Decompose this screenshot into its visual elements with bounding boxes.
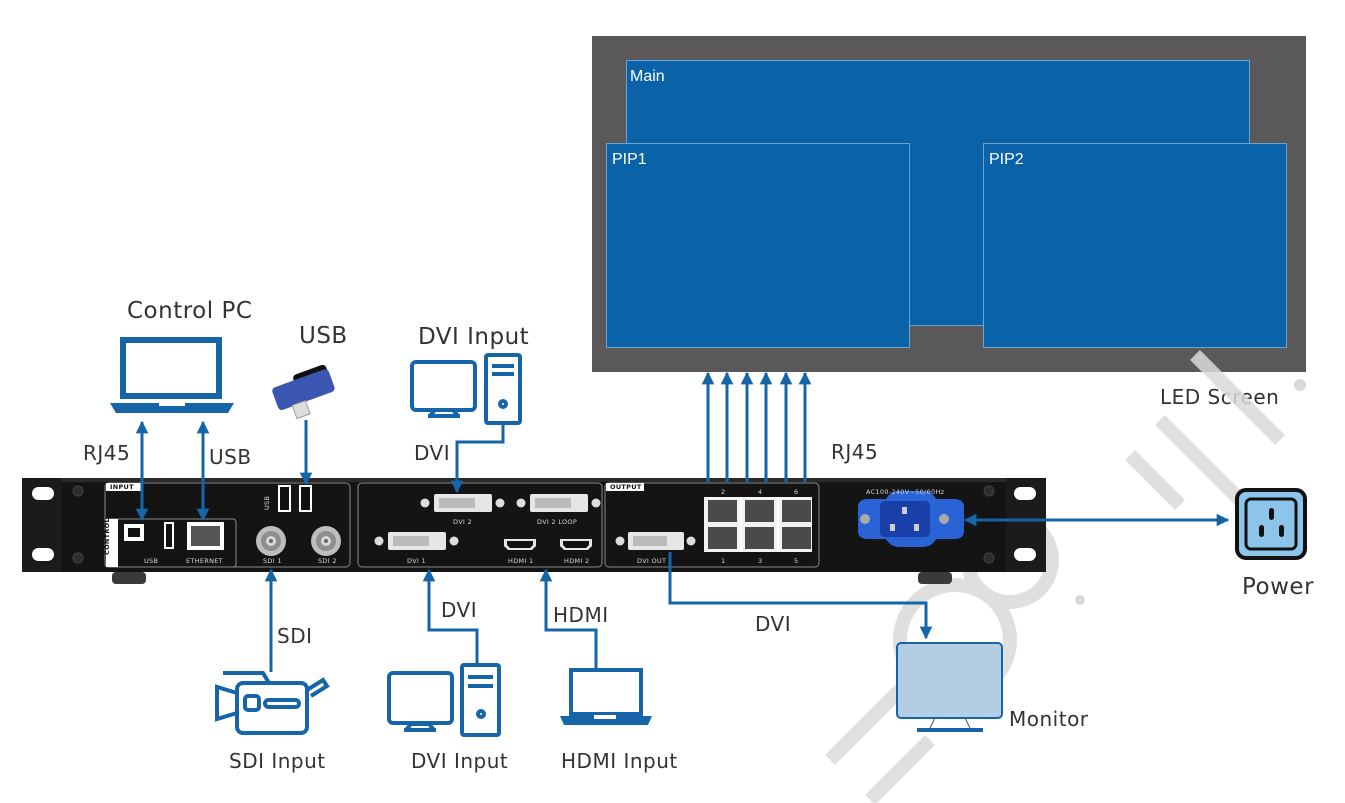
section-label-output: OUTPUT	[610, 483, 642, 491]
port-label-hdmi1: HDMI 1	[508, 557, 534, 565]
dvi-monitor-label: DVI	[755, 612, 792, 636]
desktop-computer-icon	[410, 353, 522, 425]
port-number: 6	[794, 488, 799, 496]
watermark-dot	[1075, 595, 1085, 605]
power-label: Power	[1242, 574, 1315, 600]
section-label-input: INPUT	[110, 483, 134, 491]
rack-hole	[32, 548, 54, 561]
dvi-bottom-label: DVI	[441, 598, 478, 622]
usb-drive-label: USB	[299, 323, 348, 349]
screen-window-pip2[interactable]: PIP2	[983, 143, 1287, 348]
rj45-output-ports[interactable]	[704, 497, 812, 552]
port-number: 4	[758, 488, 763, 496]
usb-b-port[interactable]	[124, 524, 144, 541]
camcorder-icon	[215, 671, 330, 735]
port-label-sdi1: SDI 1	[263, 557, 282, 565]
dvi-top-label: DVI	[414, 441, 451, 465]
ac-power-inlet[interactable]	[858, 491, 964, 547]
arrow-hdmi	[539, 568, 598, 668]
laptop-icon	[560, 668, 652, 725]
usb-drive-icon	[272, 364, 335, 420]
rack-hole	[1014, 548, 1036, 561]
watermark	[825, 350, 1285, 803]
usb-pc-label: USB	[209, 445, 252, 469]
port-label-usb-control: USB	[144, 557, 159, 565]
dvi-2-loop-port[interactable]	[516, 494, 601, 512]
hdmi-label: HDMI	[553, 603, 609, 627]
window-label-pip2: PIP2	[989, 151, 1024, 168]
dvi-out-port[interactable]	[615, 532, 696, 550]
screen-window-pip1[interactable]: PIP1	[606, 143, 910, 348]
arrow-dvi-top	[450, 423, 505, 494]
dvi-2-port[interactable]	[420, 494, 505, 512]
dvi-1-port[interactable]	[374, 532, 459, 550]
arrow-dvi-monitor	[668, 552, 933, 640]
port-label-usb-input: USB	[263, 495, 271, 510]
hdmi-1-port[interactable]	[504, 539, 536, 550]
port-label-dvi-out: DVI OUT	[637, 557, 667, 565]
sdi-2-port[interactable]	[311, 526, 341, 556]
monitor-icon	[896, 642, 1003, 732]
port-number: 1	[721, 557, 726, 565]
dvi-input-bottom-label: DVI Input	[411, 749, 509, 773]
rj45-screen-label: RJ45	[831, 440, 879, 464]
desktop-computer-icon	[387, 663, 501, 737]
window-label-pip1: PIP1	[612, 151, 647, 168]
section-label-control: CONTROL	[103, 518, 111, 555]
port-number: 3	[758, 557, 763, 565]
dvi-input-top-label: DVI Input	[418, 324, 530, 350]
port-number: 5	[794, 557, 799, 565]
laptop-icon	[110, 337, 234, 413]
port-label-dvi1: DVI 1	[407, 557, 426, 565]
arrow-dvi-bottom	[422, 568, 479, 664]
ethernet-port[interactable]	[187, 522, 224, 550]
port-label-dvi2: DVI 2	[453, 518, 472, 526]
power-rating-label: AC100-240V~50/60Hz	[866, 488, 945, 496]
sdi-label: SDI	[277, 624, 313, 648]
monitor-label: Monitor	[1009, 707, 1089, 731]
port-label-sdi2: SDI 2	[318, 557, 337, 565]
watermark-dot	[1294, 379, 1306, 391]
power-outlet-icon	[1235, 488, 1307, 560]
sdi-input-label: SDI Input	[229, 749, 326, 773]
window-label-main: Main	[630, 68, 665, 85]
hdmi-2-port[interactable]	[560, 539, 592, 550]
port-label-dvi2-loop: DVI 2 LOOP	[537, 518, 578, 526]
hdmi-input-label: HDMI Input	[561, 749, 678, 773]
port-label-hdmi2: HDMI 2	[564, 557, 590, 565]
rj45-pc-label: RJ45	[83, 441, 131, 465]
port-number: 2	[721, 488, 726, 496]
rack-hole	[1014, 487, 1036, 500]
control-pc-label: Control PC	[127, 298, 253, 324]
rack-hole	[32, 487, 54, 500]
port-label-ethernet: ETHERNET	[186, 557, 223, 565]
sdi-1-port[interactable]	[256, 526, 286, 556]
